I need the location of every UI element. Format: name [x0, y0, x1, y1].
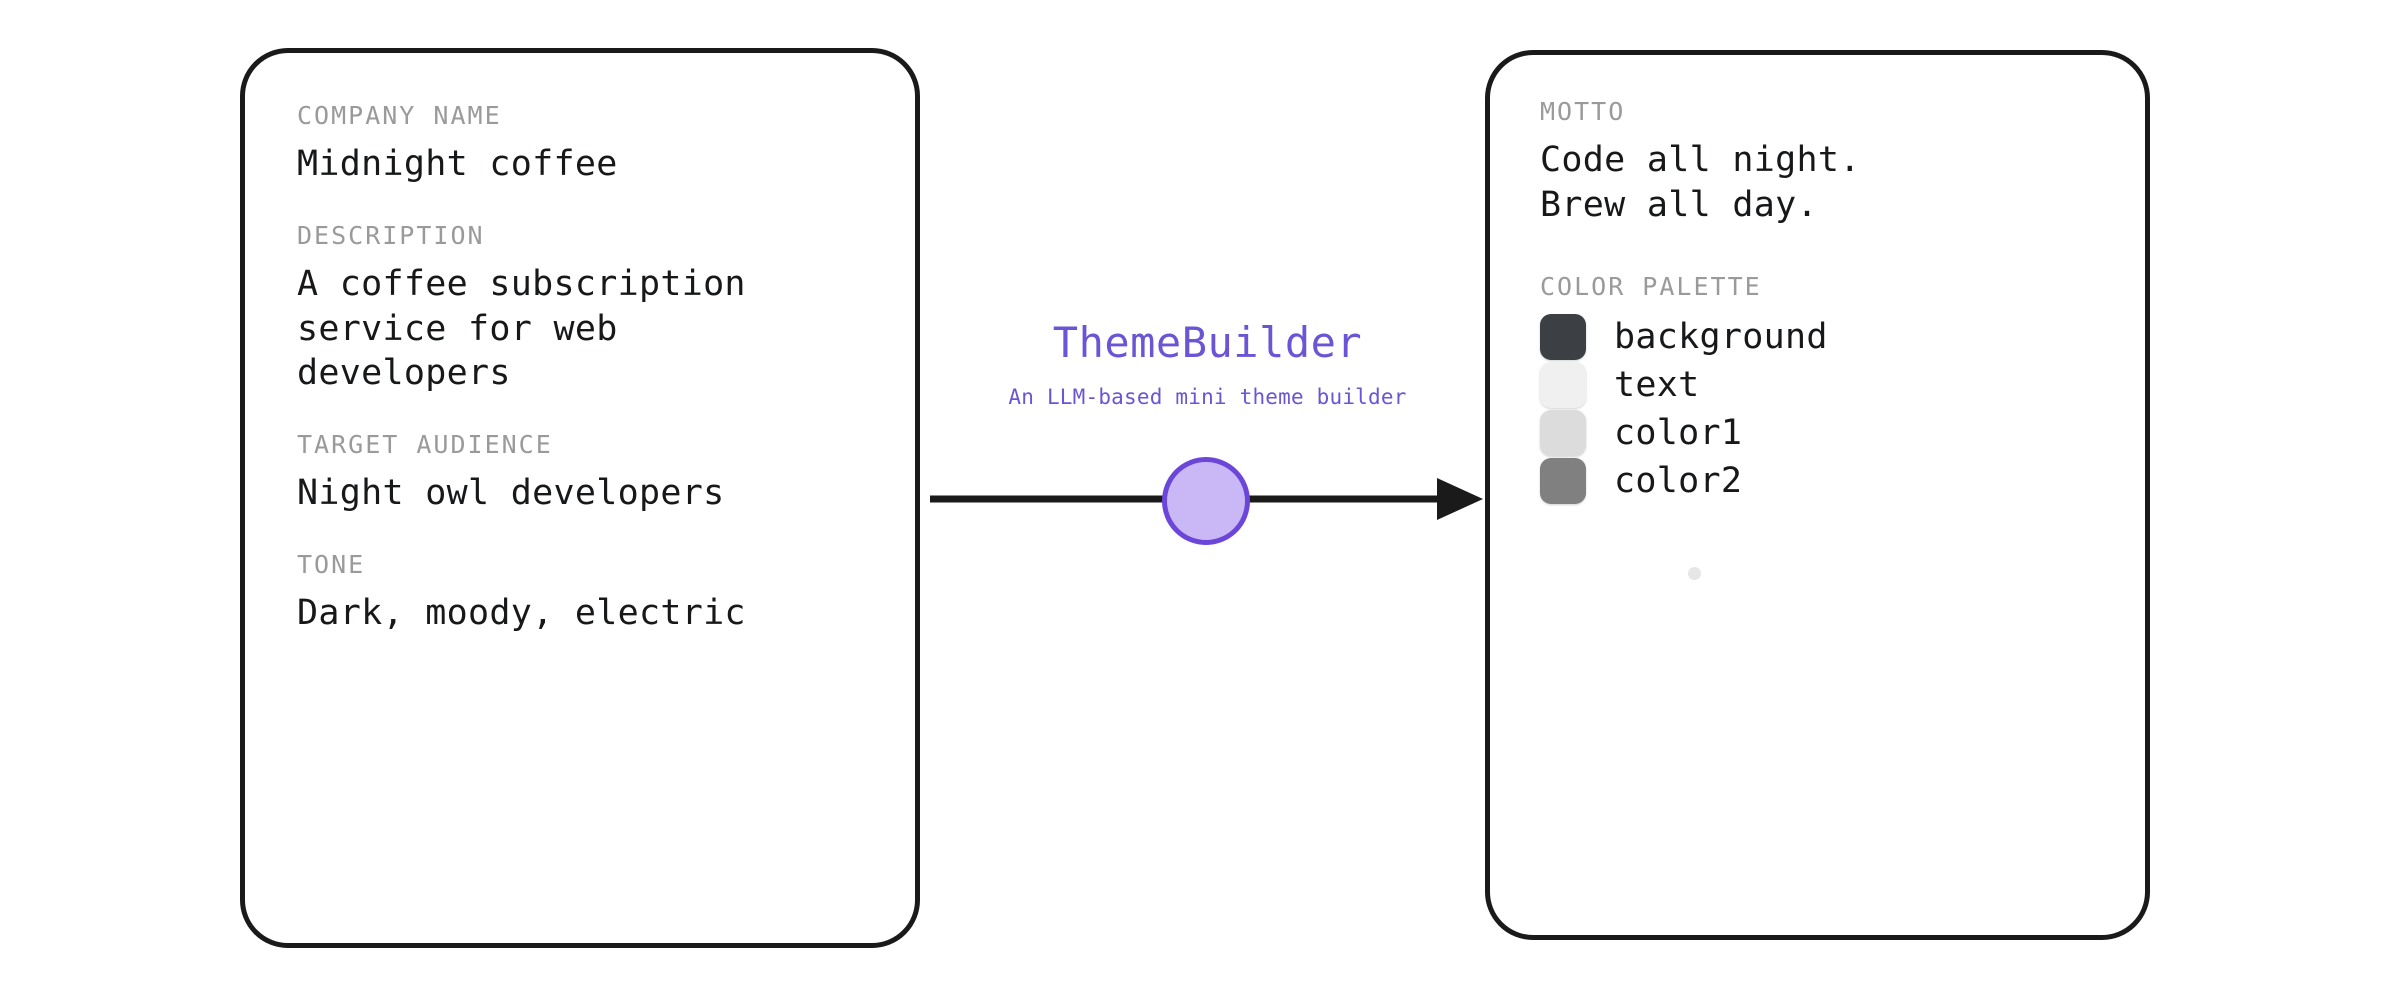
- field-motto: MOTTO Code all night. Brew all day.: [1540, 97, 2105, 228]
- color-swatch-label-color2: color2: [1614, 460, 1743, 501]
- field-description: DESCRIPTION A coffee subscription servic…: [297, 221, 875, 396]
- palette-row-text[interactable]: text: [1540, 361, 2105, 409]
- color-swatch-label-background: background: [1614, 316, 1828, 357]
- field-label-description: DESCRIPTION: [297, 220, 485, 250]
- process-node-circle: [1162, 457, 1250, 545]
- field-label-company-name: COMPANY NAME: [297, 101, 502, 130]
- app-subtitle: An LLM-based mini theme builder: [1008, 385, 1407, 409]
- app-title: ThemeBuilder: [1052, 318, 1363, 367]
- palette-row-background[interactable]: background: [1540, 313, 2105, 361]
- palette-accent-dot: [1688, 566, 1701, 580]
- input-card: COMPANY NAME Midnight coffee DESCRIPTION…: [240, 48, 920, 948]
- field-value-company-name: Midnight coffee: [297, 144, 618, 184]
- field-label-tone: TONE: [297, 549, 366, 579]
- field-target-audience: TARGET AUDIENCE Night owl developers: [297, 430, 875, 516]
- color-swatch-color2[interactable]: [1540, 457, 1586, 504]
- field-value-motto: Code all night. Brew all day.: [1540, 140, 1861, 225]
- field-value-description: A coffee subscription service for web de…: [297, 263, 746, 394]
- input-card-content: COMPANY NAME Midnight coffee DESCRIPTION…: [297, 101, 875, 636]
- field-color-palette: COLOR PALETTE background text color1 col…: [1540, 272, 2105, 580]
- field-label-motto: MOTTO: [1540, 97, 1626, 126]
- field-label-color-palette: COLOR PALETTE: [1540, 271, 1762, 301]
- color-swatch-color1[interactable]: [1540, 409, 1586, 456]
- field-value-tone: Dark, moody, electric: [297, 592, 746, 633]
- output-card-content: MOTTO Code all night. Brew all day. COLO…: [1540, 97, 2105, 624]
- output-card: MOTTO Code all night. Brew all day. COLO…: [1485, 50, 2150, 940]
- color-swatch-background[interactable]: [1540, 313, 1586, 360]
- field-company-name: COMPANY NAME Midnight coffee: [297, 101, 875, 187]
- field-tone: TONE Dark, moody, electric: [297, 550, 875, 636]
- color-palette-list: background text color1 color2: [1540, 313, 2105, 505]
- color-swatch-text[interactable]: [1540, 361, 1586, 408]
- arrow-head: [1437, 478, 1483, 520]
- palette-row-color2[interactable]: color2: [1540, 457, 2105, 505]
- color-swatch-label-text: text: [1614, 364, 1700, 405]
- field-value-target-audience: Night owl developers: [297, 473, 725, 514]
- field-label-target-audience: TARGET AUDIENCE: [297, 430, 553, 460]
- connector-group: ThemeBuilder An LLM-based mini theme bui…: [925, 300, 1490, 600]
- palette-row-color1[interactable]: color1: [1540, 409, 2105, 457]
- color-swatch-label-color1: color1: [1614, 412, 1743, 453]
